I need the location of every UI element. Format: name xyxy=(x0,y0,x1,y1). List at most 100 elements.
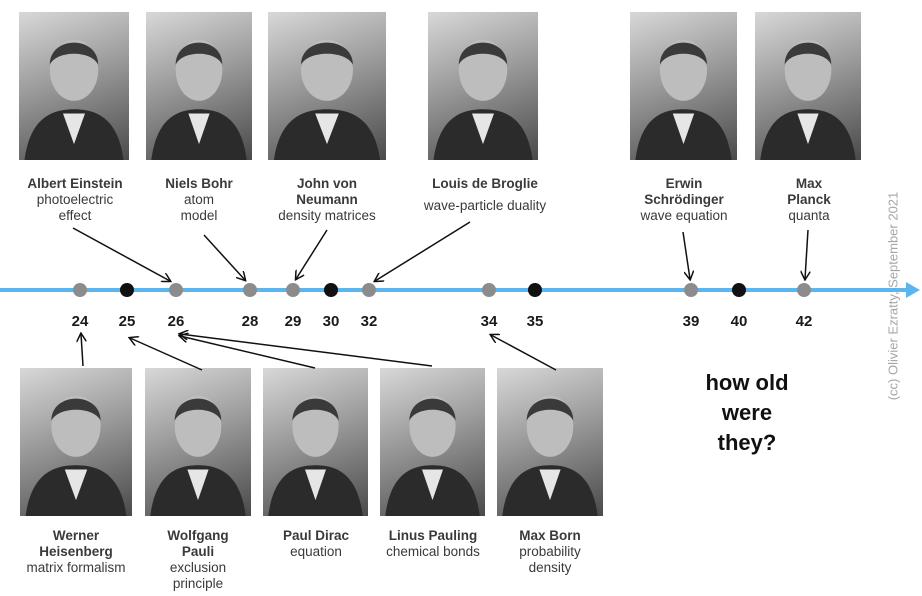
portrait-hair xyxy=(174,398,222,421)
scientist-description: density matrices xyxy=(278,208,376,223)
scientist-name: Heisenberg xyxy=(39,544,113,559)
timeline-dot xyxy=(73,283,87,297)
scientist-name: Wolfgang xyxy=(167,528,229,543)
portrait-shirt xyxy=(422,469,443,501)
scientist-name: John von xyxy=(297,176,357,191)
scientist-description: wave-particle duality xyxy=(423,198,547,213)
age-label: 26 xyxy=(167,313,185,330)
portrait-silhouette xyxy=(151,39,247,160)
photo-niels-bohr xyxy=(146,12,252,160)
portrait-silhouette xyxy=(502,395,598,516)
scientist-description: atom xyxy=(183,192,214,207)
portrait-shirt xyxy=(63,113,85,145)
photo-linus-pauling xyxy=(380,368,485,516)
timeline-dot xyxy=(120,283,134,297)
arrow-dirac xyxy=(180,336,316,369)
scientist-description: effect xyxy=(58,208,92,223)
age-label: 29 xyxy=(284,313,302,330)
scientist-description: model xyxy=(180,208,218,223)
timeline-dot xyxy=(684,283,698,297)
age-label: 40 xyxy=(730,313,748,330)
photo-erwin-schrodinger xyxy=(630,12,737,160)
portrait-shirt xyxy=(672,113,695,145)
arrow-schrodinger xyxy=(682,231,690,279)
portrait-hair xyxy=(659,42,708,65)
caption-heisenberg: Werner Heisenberg matrix formalism xyxy=(6,528,146,576)
age-label: 28 xyxy=(241,313,259,330)
scientist-name: Pauli xyxy=(181,544,215,559)
photo-max-born xyxy=(497,368,603,516)
photo-max-planck xyxy=(755,12,861,160)
portrait-silhouette xyxy=(273,39,381,160)
scientist-name: Paul Dirac xyxy=(282,528,350,543)
portrait-hair xyxy=(301,42,353,65)
portrait-silhouette xyxy=(385,395,480,516)
caption-born: Max Born probability density xyxy=(500,528,600,576)
portrait-silhouette xyxy=(268,395,363,516)
portrait-hair xyxy=(526,398,574,421)
scientist-name: Werner xyxy=(52,528,100,543)
arrow-heisenberg xyxy=(81,334,83,367)
portrait-shirt xyxy=(797,113,819,145)
photo-paul-dirac xyxy=(263,368,368,516)
age-label: 35 xyxy=(526,313,544,330)
portrait-shirt xyxy=(305,469,326,501)
arrow-von-neumann xyxy=(296,229,328,279)
arrow-pauling xyxy=(180,334,433,367)
scientist-description: exclusion xyxy=(169,560,227,575)
portrait-hair xyxy=(409,398,456,421)
credit-text: (cc) Olivier Ezratty, September 2021 xyxy=(885,191,901,401)
timeline-dot xyxy=(797,283,811,297)
age-label: 25 xyxy=(118,313,136,330)
timeline-dot xyxy=(482,283,496,297)
arrow-de-broglie xyxy=(375,221,471,281)
timeline-dot xyxy=(324,283,338,297)
age-label: 24 xyxy=(71,313,89,330)
arrow-bohr xyxy=(203,234,245,280)
caption-pauling: Linus Pauling chemical bonds xyxy=(370,528,496,560)
age-label: 34 xyxy=(480,313,498,330)
photo-albert-einstein xyxy=(19,12,129,160)
portrait-shirt xyxy=(188,113,210,145)
timeline-dot xyxy=(362,283,376,297)
portrait-silhouette xyxy=(635,39,732,160)
photo-werner-heisenberg xyxy=(20,368,132,516)
scientist-name: Schrödinger xyxy=(644,192,724,207)
age-label: 30 xyxy=(322,313,340,330)
portrait-silhouette xyxy=(25,395,127,516)
portrait-shirt xyxy=(472,113,494,145)
portrait-hair xyxy=(175,42,223,65)
portrait-hair xyxy=(784,42,832,65)
scientist-description: equation xyxy=(290,544,342,559)
scientist-description: photoelectric xyxy=(36,192,114,207)
timeline-dot xyxy=(528,283,542,297)
scientist-description: probability xyxy=(519,544,581,559)
scientist-description: density xyxy=(528,560,572,575)
caption-planck: Max Planck quanta xyxy=(764,176,854,224)
question-line: they? xyxy=(717,430,777,455)
scientist-name: Louis de Broglie xyxy=(432,176,538,191)
age-label: 39 xyxy=(682,313,700,330)
scientist-name: Max Born xyxy=(519,528,581,543)
scientist-name: Neumann xyxy=(296,192,358,207)
portrait-silhouette xyxy=(433,39,533,160)
arrow-planck xyxy=(805,229,808,279)
timeline-arrowhead xyxy=(906,282,920,298)
photo-john-von-neumann xyxy=(268,12,386,160)
caption-einstein: Albert Einstein photoelectric effect xyxy=(4,176,146,224)
age-label: 32 xyxy=(360,313,378,330)
portrait-silhouette xyxy=(24,39,124,160)
photo-wolfgang-pauli xyxy=(145,368,251,516)
caption-de-broglie: Louis de Broglie wave-particle duality xyxy=(403,176,567,214)
portrait-shirt xyxy=(187,469,209,501)
arrow-pauli xyxy=(130,338,203,371)
caption-dirac: Paul Dirac equation xyxy=(256,528,376,560)
scientist-description: matrix formalism xyxy=(26,560,126,575)
portrait-shirt xyxy=(539,469,561,501)
caption-schrodinger: Erwin Schrödinger wave equation xyxy=(618,176,750,224)
portrait-shirt xyxy=(315,113,339,145)
scientist-name: Planck xyxy=(787,192,831,207)
arrow-born xyxy=(491,335,557,371)
caption-pauli: Wolfgang Pauli exclusion principle xyxy=(138,528,258,592)
